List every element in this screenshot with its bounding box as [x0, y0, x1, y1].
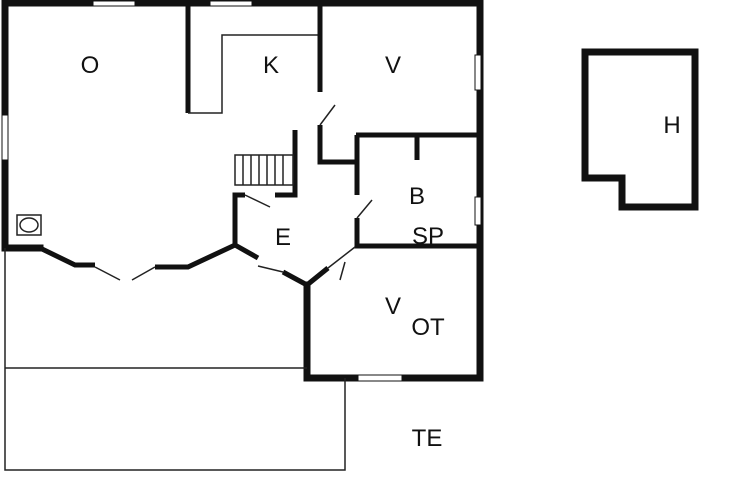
room-label-te: TE — [412, 425, 443, 452]
interior-walls — [185, 3, 480, 249]
room-label-sp: SP — [412, 223, 444, 250]
windows — [1, 0, 482, 382]
room-label-v-top: V — [385, 52, 401, 79]
terrace-outline — [4, 248, 346, 471]
room-label-ot: OT — [411, 314, 445, 341]
stairs-icon — [234, 154, 294, 186]
room-label-v-bottom: V — [385, 293, 401, 320]
room-label-o: O — [81, 52, 100, 79]
outbuilding-walls — [581, 48, 699, 211]
room-label-k: K — [263, 52, 279, 79]
room-label-h: H — [663, 112, 680, 139]
room-label-e: E — [275, 224, 291, 251]
room-label-b: B — [409, 183, 425, 210]
stove-icon — [16, 214, 42, 236]
angled-walls — [38, 242, 356, 288]
